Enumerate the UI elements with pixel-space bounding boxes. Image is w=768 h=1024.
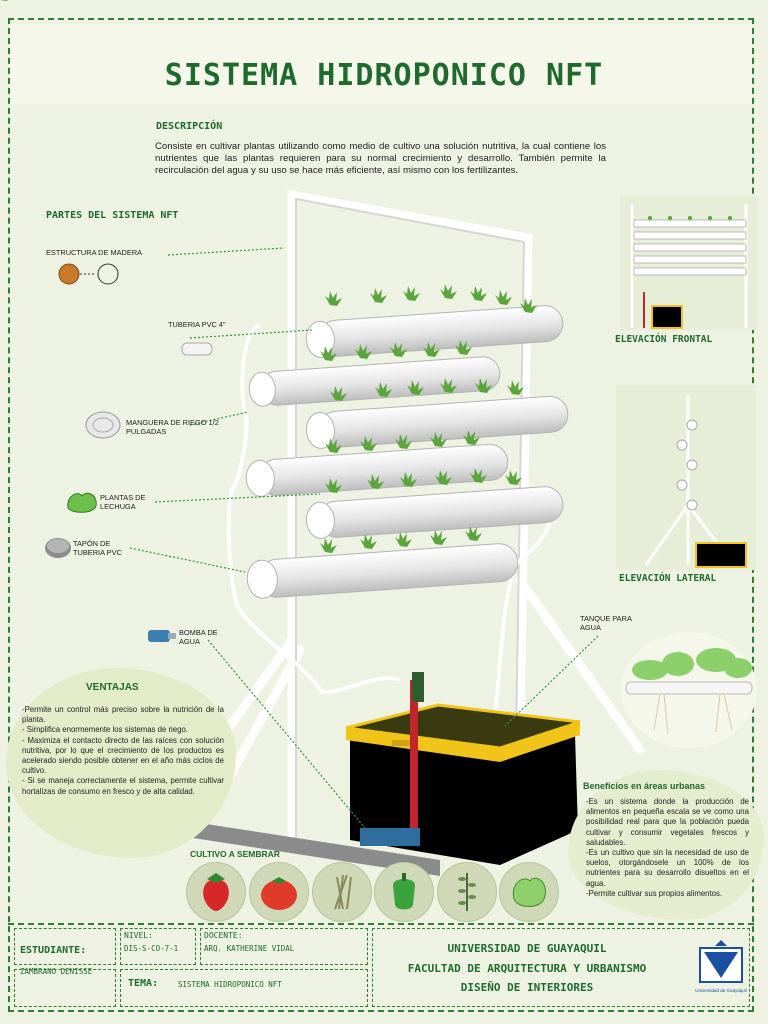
thyme-icon — [437, 862, 497, 922]
ventajas-heading: VENTAJAS — [86, 682, 139, 693]
lettuce-plants — [0, 0, 537, 553]
title-block — [8, 923, 754, 1013]
frontal-elevation-drawing — [620, 196, 758, 330]
pvc-pipes — [245, 305, 569, 599]
supply-pipe — [410, 680, 418, 830]
nft-roots-detail — [621, 632, 757, 748]
ventajas-item: - Simplifica enormemente los sistemas de… — [22, 725, 188, 735]
cultivo-heading: CULTIVO A SEMBRAR — [190, 849, 280, 859]
estudiante-label: ESTUDIANTE: — [20, 945, 87, 956]
chives-icon — [312, 862, 372, 922]
pvc-cap-icon — [45, 538, 71, 558]
nivel-label: NIVEL: — [124, 931, 153, 940]
pvc-pipe-icon — [181, 342, 213, 356]
ventajas-item: - Maximiza el contacto directo de las ra… — [22, 735, 224, 776]
strawberry-icon — [186, 862, 246, 922]
lettuce-part-icon — [67, 492, 97, 513]
tomato-icon — [249, 862, 309, 922]
label-tanque: TANQUE PARA AGUA — [580, 614, 632, 632]
estudiante-value: ZAMBRANO DENISSE — [20, 967, 93, 976]
ventajas-list: -Permite un control más preciso sobre la… — [22, 705, 224, 797]
beneficios-item: -Permite cultivar sus propios alimentos. — [586, 888, 723, 898]
ventajas-background — [6, 668, 236, 858]
ventajas-item: - Si se maneja correctamente el sistema,… — [22, 776, 224, 796]
title-band — [10, 24, 752, 104]
label-tuberia: TUBERIA PVC 4" — [168, 320, 226, 329]
tema-label: TEMA: — [128, 978, 159, 989]
nivel-value: DIS-S-CO-7-1 — [124, 944, 179, 953]
label-bomba: BOMBA DE AGUA — [179, 628, 218, 646]
wood-structure-icon — [58, 263, 119, 285]
university-logo: Universidad de Guayaquil — [695, 940, 747, 993]
beneficios-background — [568, 770, 764, 920]
lateral-elevation-drawing — [616, 385, 756, 570]
irrigation-hose — [226, 323, 401, 694]
beneficios-heading: Beneficios en áreas urbanas — [583, 781, 706, 791]
label-manguera: MANGUERA DE RIEGO 1/2 PULGADAS — [126, 418, 219, 436]
label-tapon: TAPÓN DE TUBERIA PVC — [73, 539, 122, 557]
ventajas-item: -Permite un control más preciso sobre la… — [22, 705, 224, 725]
logo-text: Universidad de Guayaquil — [695, 988, 747, 993]
page-title: SISTEMA HIDROPONICO NFT — [164, 58, 604, 93]
lettuce-icon — [499, 862, 559, 922]
elevation-frontal-label: ELEVACIÓN FRONTAL — [615, 334, 713, 345]
parts-heading: PARTES DEL SISTEMA NFT — [46, 210, 179, 221]
beneficios-item: -Es un sistema donde la producción de al… — [586, 797, 749, 847]
beneficios-item: -Es un cultivo que sin la necesidad de u… — [586, 848, 749, 888]
description-heading: DESCRIPCIÓN — [156, 121, 223, 132]
description-text: Consiste en cultivar plantas utilizando … — [155, 141, 606, 176]
hose-icon — [85, 411, 121, 439]
water-pump-icon — [148, 630, 176, 642]
university-name: UNIVERSIDAD DE GUAYAQUIL — [447, 942, 607, 955]
beneficios-list: -Es un sistema donde la producción de al… — [586, 797, 749, 899]
tema-value: SISTEMA HIDROPONICO NFT — [178, 980, 282, 989]
pepper-icon — [374, 862, 434, 922]
docente-value: ARQ. KATHERINE VIDAL — [204, 944, 295, 953]
label-estructura: ESTRUCTURA DE MADERA — [46, 248, 143, 257]
label-plantas: PLANTAS DE LECHUGA — [100, 493, 146, 511]
docente-label: DOCENTE: — [204, 931, 243, 940]
career-name: DISEÑO DE INTERIORES — [460, 981, 594, 994]
elevation-lateral-label: ELEVACIÓN LATERAL — [619, 573, 717, 584]
faculty-name: FACULTAD DE ARQUITECTURA Y URBANISMO — [407, 962, 647, 975]
pump-shape — [360, 828, 420, 846]
